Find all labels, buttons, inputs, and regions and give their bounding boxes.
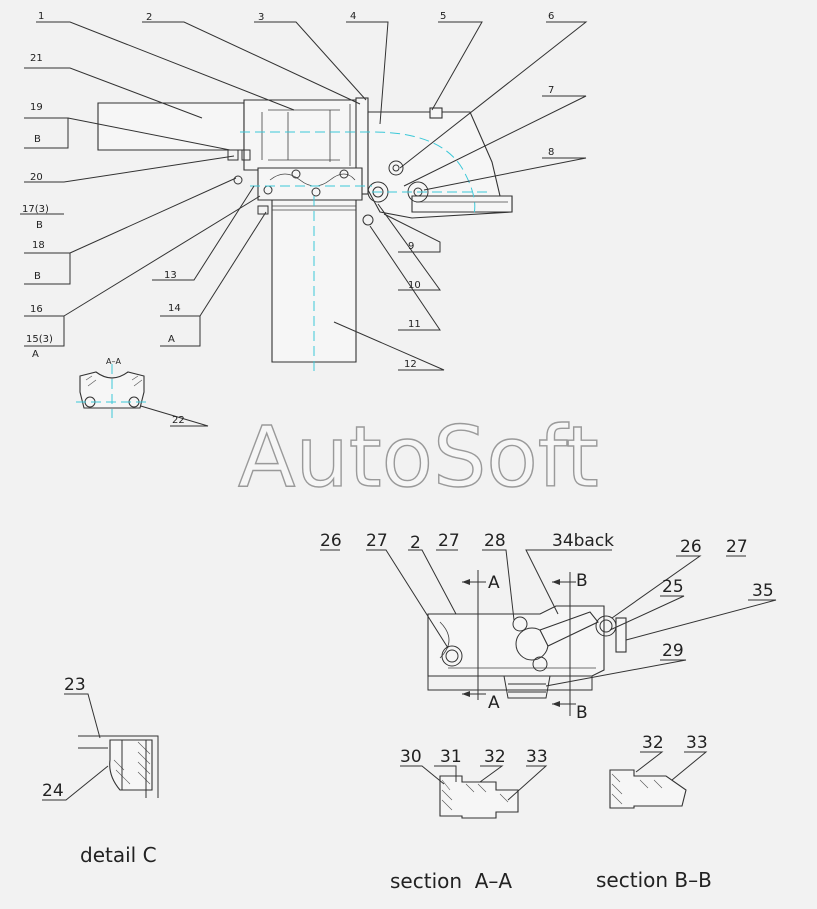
callout-14-A: A xyxy=(168,334,175,345)
callout-4: 4 xyxy=(350,11,356,22)
callout-13: 13 xyxy=(164,270,177,281)
callout-18-B: B xyxy=(34,271,41,282)
callout-12: 12 xyxy=(404,359,417,370)
cap-screw xyxy=(429,107,443,119)
callout-33b: 33 xyxy=(686,733,708,753)
small-section-view: A–A xyxy=(76,357,148,418)
bottom-callouts: 26 27 2 27 28 34back 26 27 25 35 29 A A … xyxy=(320,531,774,723)
channel-34 xyxy=(539,611,599,647)
caption-detail-c: detail C xyxy=(80,843,157,867)
callout-29: 29 xyxy=(662,641,684,661)
callout-32b: 32 xyxy=(642,733,664,753)
caption-section-b-b: section B–B xyxy=(596,868,712,892)
watermark: AutoSoft xyxy=(238,408,599,506)
callout-30: 30 xyxy=(400,747,422,767)
callout-34back: 34back xyxy=(552,531,614,551)
callout-6: 6 xyxy=(548,11,554,22)
section-a-a-view: 30 31 32 33 xyxy=(400,747,548,819)
section-b-b-view: 32 33 xyxy=(609,733,708,809)
lower-assembly xyxy=(427,570,627,716)
housing-ribs xyxy=(261,104,351,166)
valve-base xyxy=(411,195,513,213)
bracket-plate xyxy=(97,102,245,151)
section-arrow-A-top: A xyxy=(488,573,500,593)
filter-head xyxy=(257,167,363,201)
main-assembly xyxy=(97,97,513,372)
top-leaders xyxy=(20,21,588,427)
callout-21: 21 xyxy=(30,53,43,64)
callout-18: 18 xyxy=(32,240,45,251)
callout-26b: 26 xyxy=(680,537,702,557)
section-block xyxy=(79,371,145,409)
section-a-fitting xyxy=(439,775,519,819)
nut-20b xyxy=(241,149,251,161)
fitting-11 xyxy=(362,214,374,226)
callout-19-B: B xyxy=(34,134,41,145)
callout-17-B: B xyxy=(36,220,43,231)
callout-25: 25 xyxy=(662,577,684,597)
callout-27c: 27 xyxy=(726,537,748,557)
callout-2b: 2 xyxy=(410,533,421,553)
nut-14 xyxy=(257,205,269,215)
top-callouts: 1 2 3 4 5 6 7 8 9 10 11 12 13 14 A 15(3)… xyxy=(22,11,554,426)
callout-15-A: A xyxy=(32,349,39,360)
callout-8: 8 xyxy=(548,147,554,158)
callout-15: 15(3) xyxy=(26,334,53,345)
callout-26: 26 xyxy=(320,531,342,551)
detail-c-view: 23 24 xyxy=(42,675,159,801)
bolt-18 xyxy=(233,175,243,185)
callout-24: 24 xyxy=(42,781,64,801)
bolt-head xyxy=(311,187,321,197)
callout-14: 14 xyxy=(168,303,181,314)
callout-7: 7 xyxy=(548,85,554,96)
nut-20 xyxy=(227,149,239,161)
callout-1: 1 xyxy=(38,11,44,22)
pipe-centerline xyxy=(240,131,476,215)
callout-9: 9 xyxy=(408,241,414,252)
callout-22: 22 xyxy=(172,415,185,426)
callout-20: 20 xyxy=(30,172,43,183)
callout-11: 11 xyxy=(408,319,421,330)
fitting-6 xyxy=(388,160,404,176)
housing-lines xyxy=(268,109,340,161)
callout-31: 31 xyxy=(440,747,462,767)
section-mark-top: A–A xyxy=(106,357,121,366)
plug-27 xyxy=(441,645,463,667)
callout-2: 2 xyxy=(146,12,152,23)
cap-35 xyxy=(615,617,627,653)
section-arrow-A-bottom: A xyxy=(488,693,500,713)
callout-32: 32 xyxy=(484,747,506,767)
callout-33: 33 xyxy=(526,747,548,767)
callout-27: 27 xyxy=(366,531,388,551)
caption-section-a-a: section A–A xyxy=(390,869,512,893)
detail-c-fitting xyxy=(109,739,153,791)
callout-35: 35 xyxy=(752,581,774,601)
callout-27b: 27 xyxy=(438,531,460,551)
callout-3: 3 xyxy=(258,12,264,23)
bottom-leaders xyxy=(320,549,777,687)
callout-19: 19 xyxy=(30,102,43,113)
callout-16: 16 xyxy=(30,304,43,315)
section-arrow-B-bottom: B xyxy=(576,703,588,723)
callout-5: 5 xyxy=(440,11,446,22)
callout-28: 28 xyxy=(484,531,506,551)
callout-23: 23 xyxy=(64,675,86,695)
callout-17: 17(3) xyxy=(22,204,49,215)
threaded-fitting xyxy=(503,675,551,699)
bolt-head xyxy=(291,169,301,179)
section-b-fitting xyxy=(609,769,687,809)
bolt-head xyxy=(339,169,349,179)
section-arrow-B-top: B xyxy=(576,571,588,591)
callout-10: 10 xyxy=(408,280,421,291)
